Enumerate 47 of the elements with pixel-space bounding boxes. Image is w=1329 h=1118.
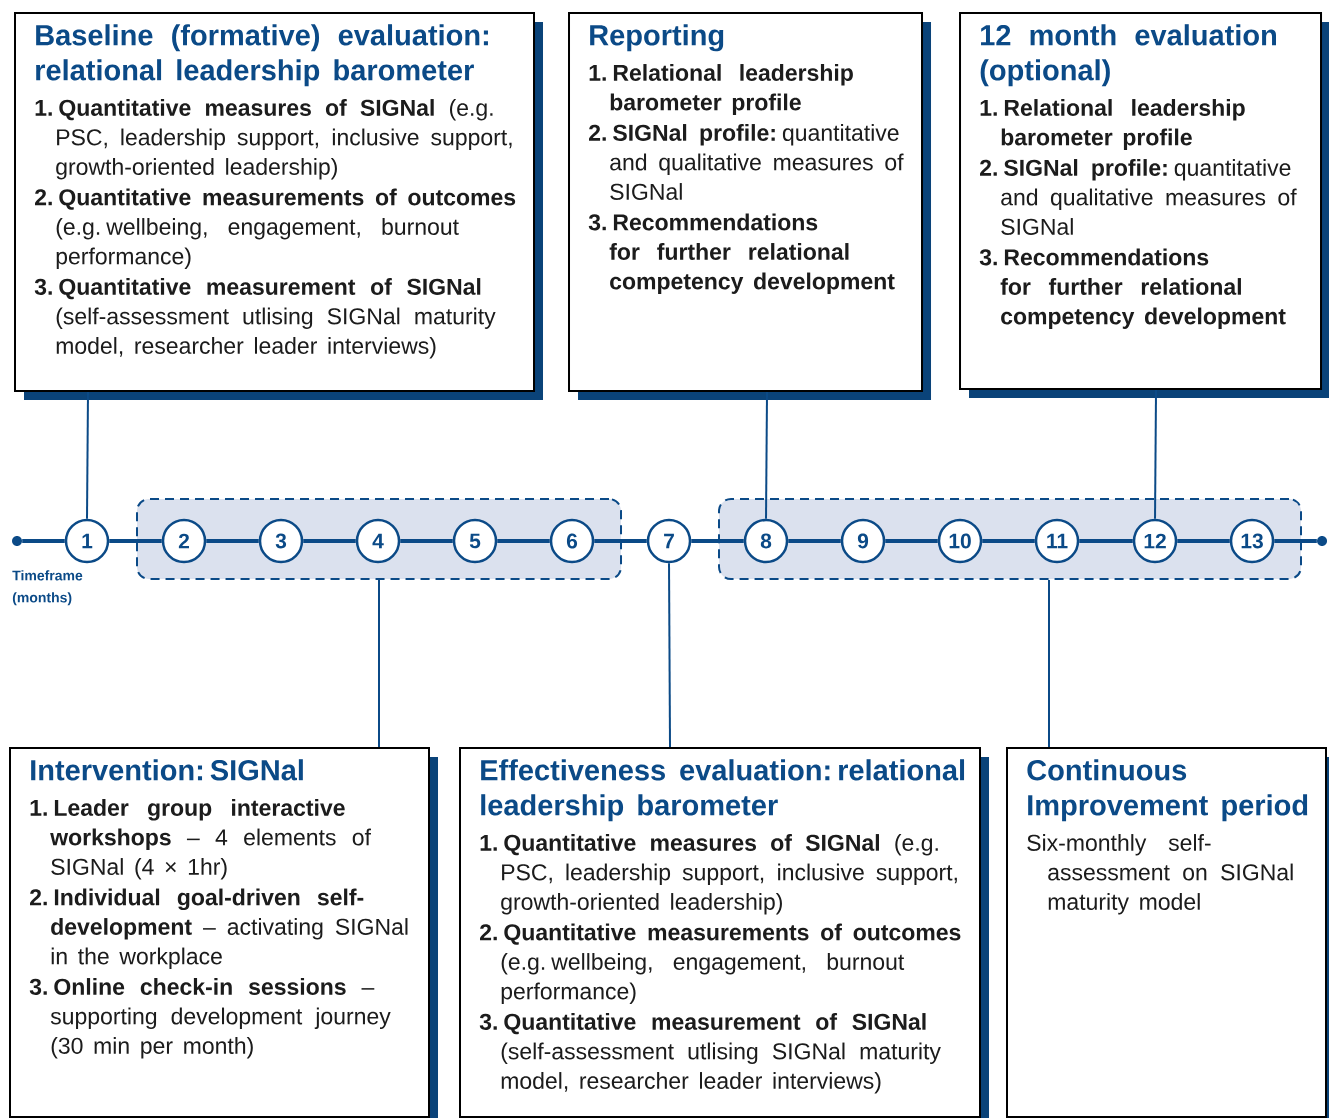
list-item: 2. SIGNal profile: quantitative and qualitative measures of SIGNal	[980, 159, 1297, 235]
axis-label: Timeframe (months)	[12, 570, 83, 606]
list-item: 1. Quantitative measures of SIGNal (e.g. PSC, leadership support, inclusive support, growth-oriented leadership)	[480, 834, 957, 915]
leader-line	[1154, 389, 1157, 520]
box-heading: Reporting	[590, 24, 724, 52]
info-box	[459, 747, 989, 1118]
list-item: 2. Quantitative measurements of outcomes (e.g. wellbeing, engagement, burnout performance)	[480, 923, 961, 1004]
list-item: 1. Leader group interactive workshops – 4 elements of SIGNal (4 × 1hr)	[30, 799, 371, 880]
list-item: 3. Recommendations for further relational competency development	[588, 213, 895, 294]
list-item: 1. Quantitative measures of SIGNal (e.g. PSC, leadership support, inclusive support, growth-oriented leadership)	[35, 99, 512, 180]
leader-line	[378, 579, 380, 748]
timeline-line	[594, 539, 647, 543]
leader-line	[1048, 579, 1050, 748]
list-item: 3. Online check-in sessions – supporting development journey (30 min per month)	[29, 978, 391, 1059]
info-box	[1006, 747, 1329, 1118]
timeline-line	[109, 539, 162, 543]
list-item: 3. Quantitative measurement of SIGNal (self-assessment utlising SIGNal maturity model, researcher leader interviews)	[34, 278, 496, 359]
list-item: 2. Quantitative measurements of outcomes (e.g. wellbeing, engagement, burnout performance)	[35, 188, 516, 269]
info-box	[14, 12, 543, 400]
info-box	[568, 12, 931, 400]
list-item: 3. Recommendations for further relational competency development	[979, 248, 1286, 329]
timeline-line	[303, 539, 356, 543]
timeline-line	[1274, 539, 1317, 543]
timeline-line	[1177, 539, 1230, 543]
list-item: Six-monthly self-assessment on SIGNal maturity model	[1027, 834, 1293, 915]
list-item: 2. SIGNal profile: quantitative and qualitative measures of SIGNal	[589, 124, 904, 200]
timeline-line	[1079, 539, 1133, 543]
info-box	[9, 747, 438, 1118]
timeline-line	[497, 539, 550, 543]
leader-line	[765, 391, 768, 520]
box-heading: Intervention: SIGNal	[31, 759, 303, 781]
timeline-line	[400, 539, 453, 543]
leader-line	[86, 391, 89, 520]
box-heading: Continuous Improvement period	[1027, 759, 1308, 822]
box-heading: 12 month evaluation (optional)	[980, 24, 1276, 87]
leader-line	[668, 562, 671, 748]
timeline-line	[982, 539, 1035, 543]
timeline-line	[206, 539, 259, 543]
box-heading: Effectiveness evaluation: relational leadership barometer	[481, 759, 965, 822]
timeline-line	[788, 539, 841, 543]
list-item: 2. Individual goal-driven self-development – activating SIGNal in the workplace	[30, 888, 408, 969]
box-heading: Baseline (formative) evaluation: relational leadership barometer	[36, 24, 488, 87]
timeline-line	[22, 539, 65, 543]
list-item: 3. Quantitative measurement of SIGNal (self-assessment utlising SIGNal maturity model, researcher leader interviews)	[479, 1013, 941, 1094]
info-box	[959, 12, 1329, 398]
timeline-line	[885, 539, 938, 543]
timeline-line	[691, 539, 744, 543]
